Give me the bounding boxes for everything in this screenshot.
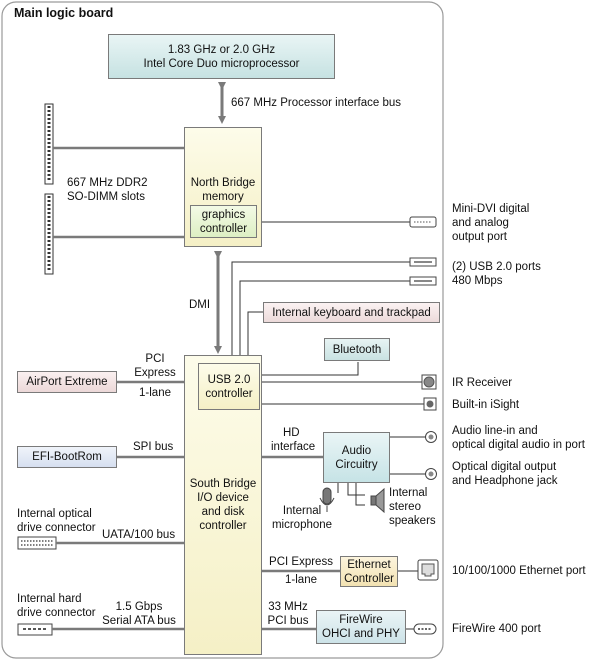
usb-ports-line-1: (2) USB 2.0 ports	[452, 261, 541, 273]
usb-controller-line-1: USB 2.0	[207, 373, 251, 386]
microphone-line-1: Internal	[282, 505, 322, 517]
ethernet-line-2: Controller	[344, 572, 394, 585]
audio-in-line-1: Audio line-in and	[452, 425, 538, 437]
optical-drive-connector	[17, 536, 57, 550]
efi-bootrom-box: EFI-BootRom	[17, 446, 117, 468]
board-title: Main logic board	[14, 6, 114, 20]
south-bridge-line-1: South Bridge	[189, 478, 257, 490]
audio-out-label: Optical digital output and Headphone jac…	[452, 460, 558, 488]
optical-drive-label: Internal optical drive connector	[17, 507, 96, 535]
pci-bus-firewire-label: 33 MHz PCI bus	[262, 600, 314, 628]
cpu-line-2: Intel Core Duo microprocessor	[143, 57, 300, 70]
audio-circuitry-box: Audio Circuitry	[323, 432, 390, 483]
optical-drive-line-2: drive connector	[17, 522, 96, 534]
cpu-box: 1.83 GHz or 2.0 GHz Intel Core Duo micro…	[108, 34, 335, 79]
ir-receiver-label: IR Receiver	[452, 377, 513, 389]
south-bridge-line-4: controller	[199, 520, 247, 532]
audio-in-line-2: optical digital audio in port	[452, 439, 585, 451]
dmi-label: DMI	[189, 299, 211, 311]
keyboard-trackpad-box: Internal keyboard and trackpad	[263, 302, 440, 323]
usb-ports-line-2: 480 Mbps	[452, 275, 503, 287]
microphone-line-2: microphone	[271, 519, 333, 531]
pci-airport-line-3: 1-lane	[139, 387, 171, 399]
usb-ports-label: (2) USB 2.0 ports 480 Mbps	[452, 260, 541, 288]
audio-out-line-1: Optical digital output	[452, 461, 557, 473]
south-bridge-line-2: I/O device	[197, 492, 249, 504]
spi-bus-label: SPI bus	[133, 441, 174, 453]
memory-line-1: 667 MHz DDR2	[67, 177, 148, 189]
airport-extreme-box: AirPort Extreme	[17, 371, 117, 393]
sata-bus-label: 1.5 Gbps Serial ATA bus	[96, 600, 182, 628]
usb-controller-line-2: controller	[205, 387, 253, 400]
mini-dvi-line-2: and analog	[452, 217, 509, 229]
pci-airport-line-2: Express	[134, 367, 176, 379]
microphone-icon	[319, 487, 335, 512]
audio-line-1: Audio	[341, 444, 372, 457]
bluetooth-box: Bluetooth	[324, 338, 390, 361]
usb-controller-box: USB 2.0 controller	[198, 363, 260, 410]
mini-dvi-label: Mini-DVI digital and analog output port	[452, 202, 529, 244]
mini-dvi-line-1: Mini-DVI digital	[452, 203, 530, 215]
hard-drive-label: Internal hard drive connector	[17, 592, 96, 620]
audio-out-line-2: and Headphone jack	[452, 475, 558, 487]
pci-eth-line-2: 1-lane	[285, 574, 317, 586]
hd-interface-line-2: interface	[271, 441, 316, 453]
isight-label: Built-in iSight	[452, 399, 520, 411]
speakers-line-3: speakers	[389, 515, 436, 527]
speakers-line-2: stereo	[389, 501, 421, 513]
pci-fw-line-1: 33 MHz	[268, 601, 308, 613]
north-bridge-line-1: North Bridge	[190, 177, 256, 189]
pci-express-airport-label: PCI Express 1-lane	[128, 352, 182, 400]
microphone-label: Internal microphone	[270, 504, 334, 532]
pci-airport-line-1: PCI	[145, 353, 165, 365]
south-bridge-line-3: and disk	[201, 506, 245, 518]
graphics-line-2: controller	[199, 222, 248, 235]
memory-label: 667 MHz DDR2 SO-DIMM slots	[67, 176, 148, 204]
ethernet-line-1: Ethernet	[347, 558, 391, 571]
hd-interface-label: HD interface	[271, 426, 315, 454]
graphics-line-1: graphics	[201, 208, 246, 221]
sata-bus-line-2: Serial ATA bus	[102, 615, 176, 627]
processor-bus-label: 667 MHz Processor interface bus	[231, 97, 402, 109]
firewire-line-1: FireWire	[339, 614, 383, 626]
firewire-line-2: OHCI and PHY	[322, 628, 400, 640]
pci-eth-line-1: PCI Express	[269, 556, 333, 568]
speaker-icon	[370, 487, 385, 514]
hard-drive-line-2: drive connector	[17, 607, 96, 619]
memory-line-2: SO-DIMM slots	[67, 191, 145, 203]
firewire-port-label: FireWire 400 port	[452, 623, 541, 635]
hd-interface-line-1: HD	[283, 427, 300, 439]
mini-dvi-line-3: output port	[452, 231, 507, 243]
audio-line-2: Circuitry	[335, 458, 378, 471]
speakers-label: Internal stereo speakers	[389, 486, 436, 528]
board-outline	[1, 1, 444, 659]
pci-fw-line-2: PCI bus	[267, 615, 309, 627]
speakers-line-1: Internal	[389, 487, 428, 499]
sata-bus-line-1: 1.5 Gbps	[115, 601, 163, 613]
ethernet-controller-box: Ethernet Controller	[340, 556, 398, 587]
optical-drive-line-1: Internal optical	[17, 508, 92, 520]
pci-express-ethernet-label: PCI Express 1-lane	[264, 555, 338, 587]
audio-in-label: Audio line-in and optical digital audio …	[452, 424, 585, 452]
north-bridge-line-2: memory	[202, 191, 244, 203]
uata-bus-label: UATA/100 bus	[102, 529, 176, 541]
ethernet-port-label: 10/100/1000 Ethernet port	[452, 565, 586, 577]
hard-drive-line-1: Internal hard	[17, 593, 82, 605]
cpu-line-1: 1.83 GHz or 2.0 GHz	[167, 43, 276, 56]
graphics-controller-box: graphics controller	[190, 205, 257, 238]
firewire-controller-box: FireWire OHCI and PHY	[316, 610, 406, 644]
